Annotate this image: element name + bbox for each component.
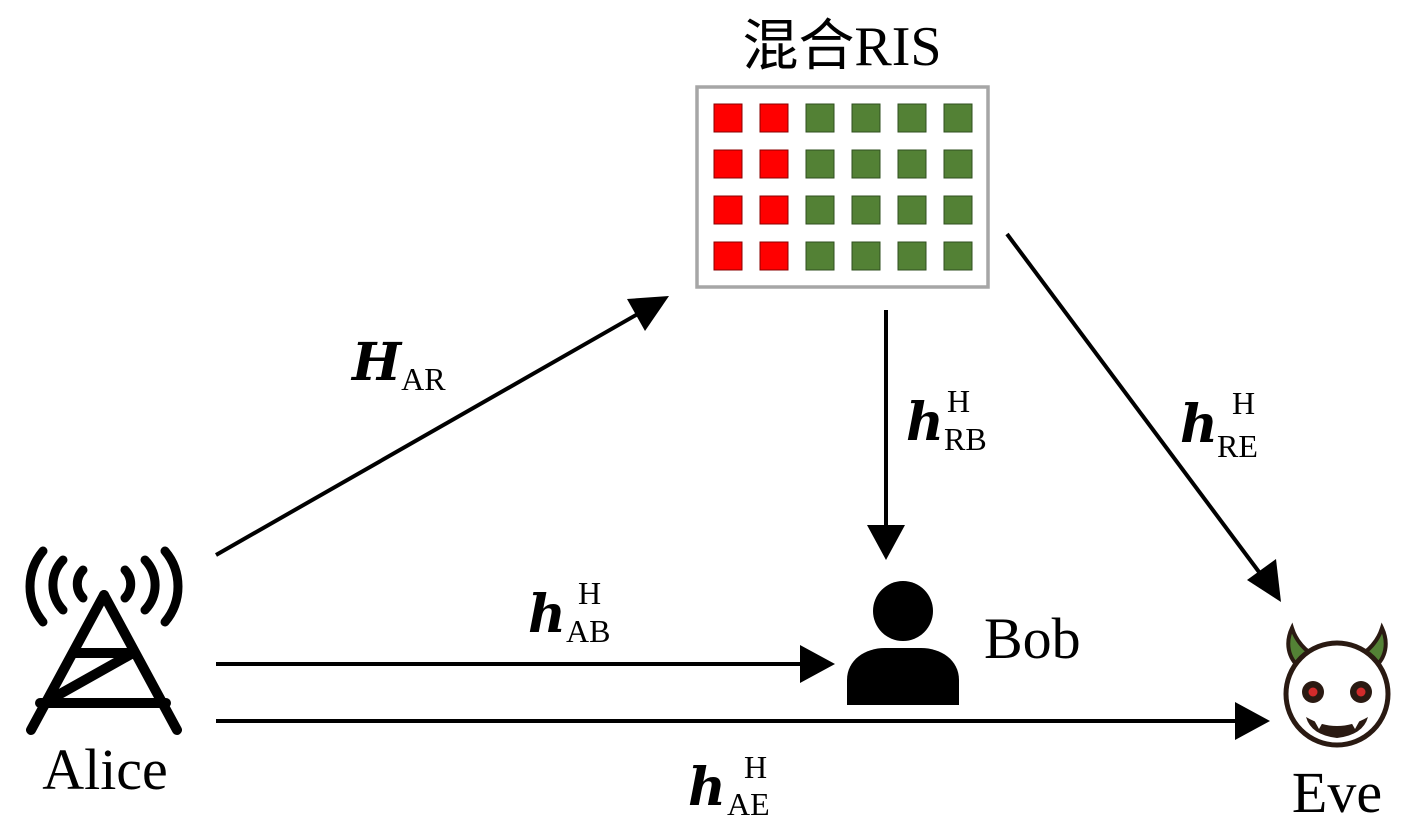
ris-panel [695, 85, 990, 289]
channel-arrows [215, 232, 1281, 740]
ris-element-grid [713, 103, 973, 271]
label-channel-ar: HAR [350, 332, 446, 397]
ris-active-element [759, 195, 789, 225]
label-channel-ae-sub: AE [727, 786, 770, 822]
ris-passive-element [851, 195, 881, 225]
arrowhead-alice-eve [1235, 702, 1270, 740]
arrow-alice-ris [215, 309, 644, 557]
ris-passive-element [897, 241, 927, 271]
antenna-tower-icon [25, 546, 183, 735]
ris-passive-element [851, 241, 881, 271]
ris-passive-element [943, 195, 973, 225]
node-alice-label: Alice [42, 737, 168, 802]
label-channel-ae: h [688, 757, 726, 818]
label-channel-ab-sub: AB [566, 613, 610, 649]
ris-active-element [759, 103, 789, 133]
ris-passive-element [805, 195, 835, 225]
label-channel-re-sup: H [1232, 385, 1255, 421]
ris-passive-element [805, 149, 835, 179]
ris-passive-element [943, 149, 973, 179]
ris-title: 混合RIS [742, 16, 941, 78]
label-channel-ab: h [528, 584, 566, 645]
arrowhead-alice-ris [627, 296, 669, 331]
ris-passive-element [943, 241, 973, 271]
arrowhead-ris-eve [1247, 559, 1281, 602]
arrowhead-ris-bob [867, 525, 905, 560]
ris-active-element [713, 195, 743, 225]
ris-active-element [713, 241, 743, 271]
ris-passive-element [943, 103, 973, 133]
label-channel-rb: h [906, 392, 944, 453]
ris-passive-element [805, 103, 835, 133]
node-bob-label: Bob [984, 606, 1081, 671]
ris-frame [695, 85, 990, 289]
arrow-ris-eve [1005, 232, 1267, 582]
ris-active-element [713, 103, 743, 133]
label-channel-re-sub: RE [1217, 428, 1258, 464]
ris-active-element [759, 149, 789, 179]
ris-passive-element [805, 241, 835, 271]
label-channel-re: h [1180, 394, 1218, 455]
ris-active-element [713, 149, 743, 179]
ris-active-element [759, 241, 789, 271]
arrowhead-alice-bob [800, 645, 835, 683]
ris-passive-element [897, 195, 927, 225]
label-channel-rb-sup: H [947, 383, 970, 419]
ris-passive-element [897, 149, 927, 179]
ris-passive-element [851, 149, 881, 179]
ris-passive-element [897, 103, 927, 133]
ris-passive-element [851, 103, 881, 133]
label-channel-ae-sup: H [744, 749, 767, 785]
person-icon [847, 581, 959, 705]
node-eve-label: Eve [1292, 760, 1382, 825]
label-channel-rb-sub: RB [944, 421, 987, 457]
devil-face-icon [1283, 622, 1391, 748]
label-channel-ab-sup: H [578, 575, 601, 611]
